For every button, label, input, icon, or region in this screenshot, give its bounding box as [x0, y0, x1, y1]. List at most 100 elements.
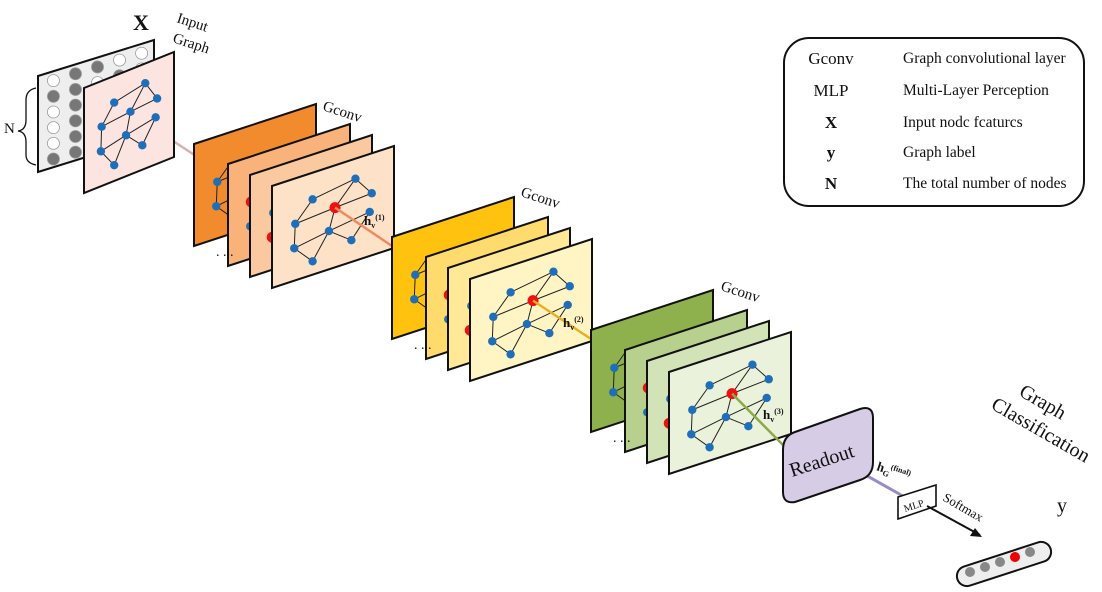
graph-edge [532, 285, 570, 302]
graph-node [110, 160, 119, 170]
graph-edge [691, 385, 711, 411]
feature-cell [69, 145, 82, 159]
graph-edge [217, 176, 228, 183]
legend-symbol: Gconv [808, 49, 854, 68]
graph-node-highlighted [642, 382, 647, 394]
feature-cell [135, 46, 148, 60]
feature-cell [69, 98, 82, 112]
svg-text:hG(final): hG(final) [874, 459, 912, 486]
gconv-layer-1: . . . [193, 102, 395, 290]
graph-node [110, 98, 119, 107]
graph-node [291, 219, 300, 229]
graph-node [565, 282, 574, 291]
ellipsis: . . . [216, 245, 234, 260]
graph-node-highlighted [245, 196, 250, 208]
graph-node-highlighted [443, 289, 448, 301]
graph-edge [613, 385, 625, 393]
graph-edge [334, 178, 356, 208]
graph-node [152, 94, 162, 103]
legend-symbol: N [824, 174, 838, 193]
panel-graph [687, 360, 773, 452]
graph-edge [709, 364, 753, 386]
graph-node [290, 244, 299, 253]
graph-node-highlighted [464, 324, 470, 336]
graph-edge [414, 258, 426, 276]
feature-cell [47, 105, 60, 119]
graph-edge [130, 82, 146, 112]
output-node [995, 557, 1005, 567]
y-label: y [1057, 495, 1067, 517]
graph-edge [532, 271, 554, 301]
matrix-label-x: X [133, 10, 149, 35]
ellipsis: . . . [414, 338, 432, 353]
gconv-label-3: Gconv [719, 279, 762, 307]
graph-edge [731, 378, 769, 395]
gconv-layer-3: . . . [590, 288, 792, 476]
hidden-label-final: hG(final) [874, 459, 913, 486]
graph-edge [113, 135, 127, 166]
graph-edge [216, 165, 228, 183]
panel-graph [410, 258, 426, 309]
graph-edge [294, 199, 314, 225]
graph-node [506, 350, 515, 359]
graph-node [367, 189, 376, 198]
output-node-predicted [1010, 552, 1020, 562]
softmax-arrowhead [970, 528, 982, 537]
legend: Gconv Graph convolutional layer MLP Mult… [783, 37, 1085, 207]
legend-desc: Multi-Layer Perception [903, 82, 1049, 99]
graph-edge [691, 416, 727, 435]
panel-graph [488, 267, 574, 359]
graph-edge [548, 304, 569, 334]
feature-cell [47, 152, 60, 166]
graph-node [705, 443, 714, 452]
n-brace [17, 87, 37, 166]
graph-node [411, 270, 420, 280]
svg-text:hv(2): hv(2) [563, 315, 584, 332]
graph-node [764, 375, 773, 384]
feature-cell [47, 136, 60, 150]
graph-edge [141, 117, 157, 146]
output-node [1025, 547, 1035, 557]
graph-edge [747, 397, 768, 427]
graph-edge [414, 292, 426, 300]
graph-edge [101, 111, 131, 128]
readout-box [782, 407, 874, 504]
graph-node [324, 226, 334, 236]
legend-desc: Graph label [903, 144, 976, 161]
hidden-label-2: hv(2) [563, 315, 584, 332]
graph-edge [709, 416, 727, 448]
graph-edge [415, 269, 426, 276]
legend-symbol: MLP [813, 81, 849, 100]
graph-node [151, 113, 160, 122]
graph-edge [613, 351, 625, 369]
graph-edge [113, 82, 146, 103]
output-nodes [965, 547, 1035, 577]
graph-node [308, 195, 317, 204]
graph-node-highlighted [266, 231, 272, 243]
mlp-box [897, 483, 937, 521]
svg-text:hv(1): hv(1) [364, 213, 385, 230]
graph-node [213, 177, 222, 187]
graph-node [744, 422, 753, 431]
graph-node [545, 329, 554, 338]
feature-cell [113, 53, 126, 67]
layer-edge-1 [334, 206, 393, 248]
legend-symbol: X [824, 113, 838, 132]
graph-node [488, 337, 497, 346]
graph-edge [295, 207, 336, 225]
graph-node [121, 131, 131, 140]
graph-edge [334, 192, 372, 209]
graph-edge [312, 178, 356, 200]
graph-edge [130, 98, 158, 113]
graph-node [506, 288, 515, 297]
graph-edge [216, 199, 228, 207]
graph-node [609, 388, 618, 397]
graph-node [549, 267, 558, 276]
graph-node [410, 295, 419, 304]
softmax-arrow [926, 505, 981, 536]
feature-cell [47, 121, 60, 135]
graph-edge [312, 230, 330, 262]
graph-edge [101, 102, 115, 127]
legend-symbol: y [826, 143, 836, 162]
